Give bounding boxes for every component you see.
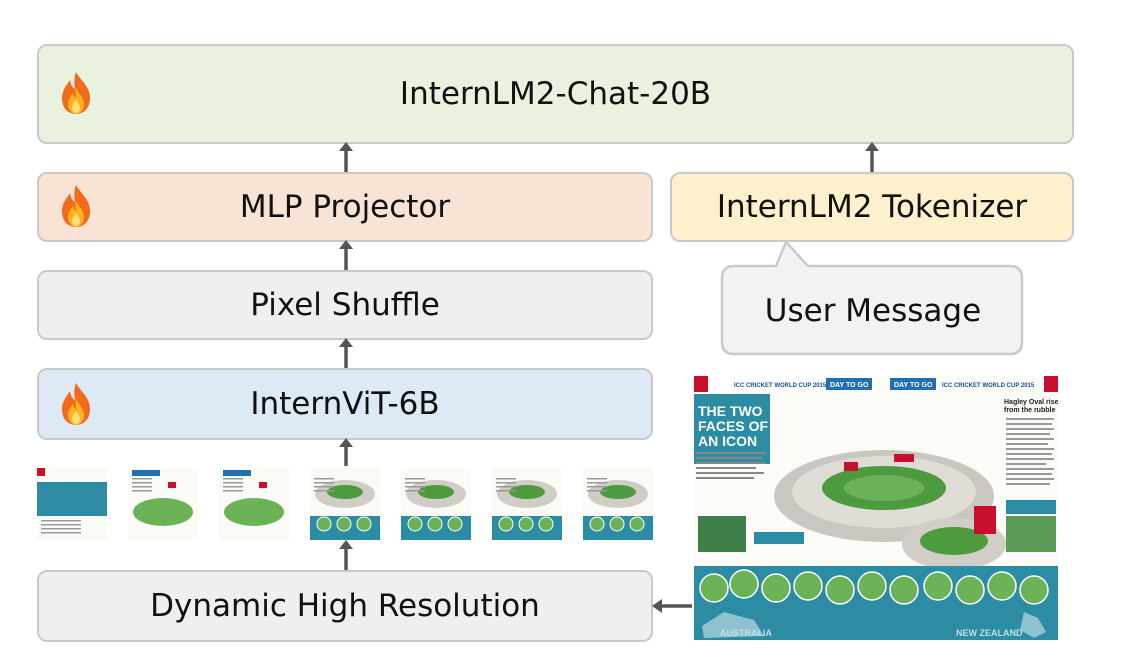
projector-label: MLP Projector (239, 189, 451, 225)
llm-block: InternLM2-Chat-20B (37, 44, 1074, 144)
image-tile (219, 468, 289, 540)
image-tile (583, 468, 653, 540)
tokenizer-label: InternLM2 Tokenizer (716, 189, 1028, 225)
arrow-vit-to-shuffle (339, 338, 353, 368)
image-tile (310, 468, 380, 540)
image-tile (37, 468, 107, 540)
arrow-tokenizer-to-llm (865, 142, 879, 172)
mlp-projector-block: MLP Projector (37, 172, 653, 242)
day-to-go-left: DAY TO GO (830, 382, 869, 389)
pixel-shuffle-label: Pixel Shuffle (250, 287, 440, 323)
arrow-dynamic-to-tiles (339, 540, 353, 570)
svg-text:FACES OF: FACES OF (698, 418, 768, 434)
fire-icon (56, 381, 96, 427)
image-tile (401, 468, 471, 540)
headline-right-text: Hagley Oval rises (1004, 399, 1058, 406)
vit-block: InternViT-6B (37, 368, 653, 440)
dynamic-resolution-block: Dynamic High Resolution (37, 570, 653, 642)
user-message-bubble (720, 239, 1024, 356)
header-right-text: ICC CRICKET WORLD CUP 2015 (942, 383, 1035, 389)
arrow-shuffle-to-projector (339, 240, 353, 270)
input-image-newspaper: DAY TO GO DAY TO GO ICC CRICKET WORLD CU… (694, 376, 1058, 640)
dynamic-resolution-label: Dynamic High Resolution (150, 588, 540, 624)
arrow-projector-to-llm (339, 142, 353, 172)
arrow-tiles-to-vit (339, 438, 353, 466)
vit-label: InternViT-6B (250, 386, 440, 422)
svg-text:AN ICON: AN ICON (698, 433, 757, 449)
image-tiles-row (37, 468, 653, 542)
headline-text: THE TWO (698, 403, 763, 419)
newspaper-illustration: DAY TO GO DAY TO GO ICC CRICKET WORLD CU… (694, 376, 1058, 640)
user-message-label: User Message (764, 293, 982, 329)
header-left-text: ICC CRICKET WORLD CUP 2015 (734, 383, 827, 389)
fire-icon (56, 70, 96, 116)
fire-icon (56, 183, 96, 229)
arrow-image-to-dynamic (652, 599, 692, 613)
tokenizer-block: InternLM2 Tokenizer (670, 172, 1074, 242)
image-tile (492, 468, 562, 540)
footer-right-text: NEW ZEALAND (956, 628, 1023, 638)
day-to-go-right: DAY TO GO (894, 382, 933, 389)
pixel-shuffle-block: Pixel Shuffle (37, 270, 653, 340)
image-tile (128, 468, 198, 540)
llm-label: InternLM2-Chat-20B (399, 76, 712, 112)
svg-text:from the rubble: from the rubble (1004, 407, 1055, 414)
footer-left-text: AUSTRALIA (720, 628, 772, 638)
